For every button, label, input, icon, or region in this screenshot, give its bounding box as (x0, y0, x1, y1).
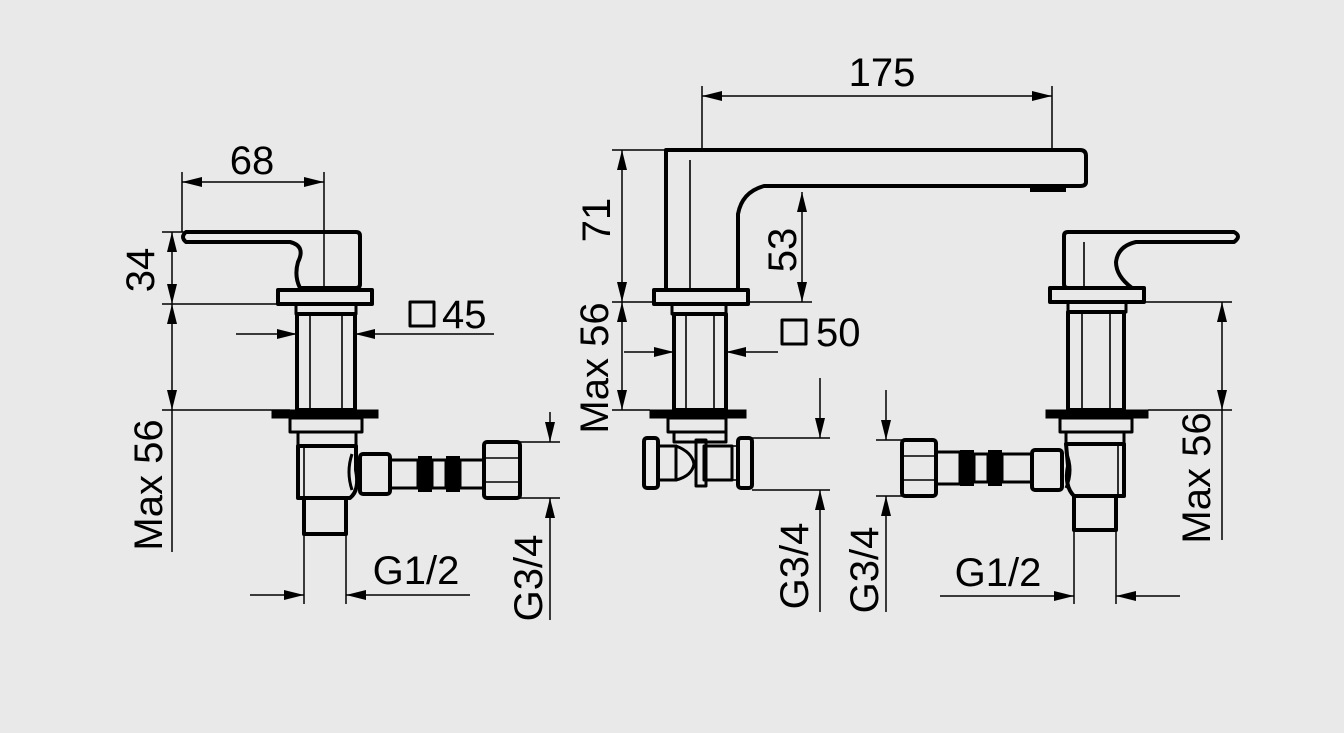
center-g34-label: G3/4 (773, 523, 817, 610)
spout-outlet-label: 53 (761, 228, 805, 273)
spout-outlet (1030, 186, 1066, 192)
right-body (1066, 310, 1126, 412)
right-valve (900, 230, 1240, 532)
left-body (295, 312, 357, 412)
right-max-label: Max 56 (1175, 412, 1219, 543)
right-g12-label: G1/2 (955, 551, 1042, 595)
spout-max-label: Max 56 (573, 302, 617, 433)
left-g12-label: G1/2 (373, 549, 460, 593)
left-square-symbol (408, 300, 436, 328)
left-valve (181, 230, 522, 536)
right-elbow (1064, 442, 1126, 498)
dimension-labels: 68 34 45 Max 56 G1/2 G3/4 175 71 53 Max … (119, 51, 1219, 621)
left-hose-connector (347, 440, 522, 500)
right-hose-connector (900, 438, 1072, 498)
right-dimensions (876, 301, 1232, 612)
left-width-label: 68 (230, 139, 275, 183)
left-rosette (276, 288, 374, 306)
left-lever (181, 230, 362, 290)
left-elbow (296, 444, 360, 500)
right-rosette (1048, 286, 1146, 304)
spout-t-connector (642, 436, 754, 490)
left-g12-connection (302, 496, 348, 536)
spout (664, 148, 1088, 292)
right-lever (1062, 230, 1240, 290)
left-dimensions (162, 172, 560, 620)
spout-assembly (642, 148, 1088, 490)
spout-square-label: 50 (816, 311, 861, 355)
left-square-label: 45 (442, 293, 487, 337)
left-g34-label: G3/4 (507, 535, 551, 622)
spout-rosette (652, 288, 750, 306)
left-max-label: Max 56 (127, 419, 171, 550)
right-g12-connection (1072, 494, 1118, 532)
spout-body (672, 312, 728, 412)
spout-square-symbol (780, 318, 808, 346)
spout-dimensions (612, 86, 1053, 612)
spout-length-label: 175 (849, 51, 916, 95)
right-g34-label: G3/4 (843, 527, 887, 614)
left-height-label: 34 (119, 248, 163, 293)
spout-height-label: 71 (575, 198, 619, 243)
